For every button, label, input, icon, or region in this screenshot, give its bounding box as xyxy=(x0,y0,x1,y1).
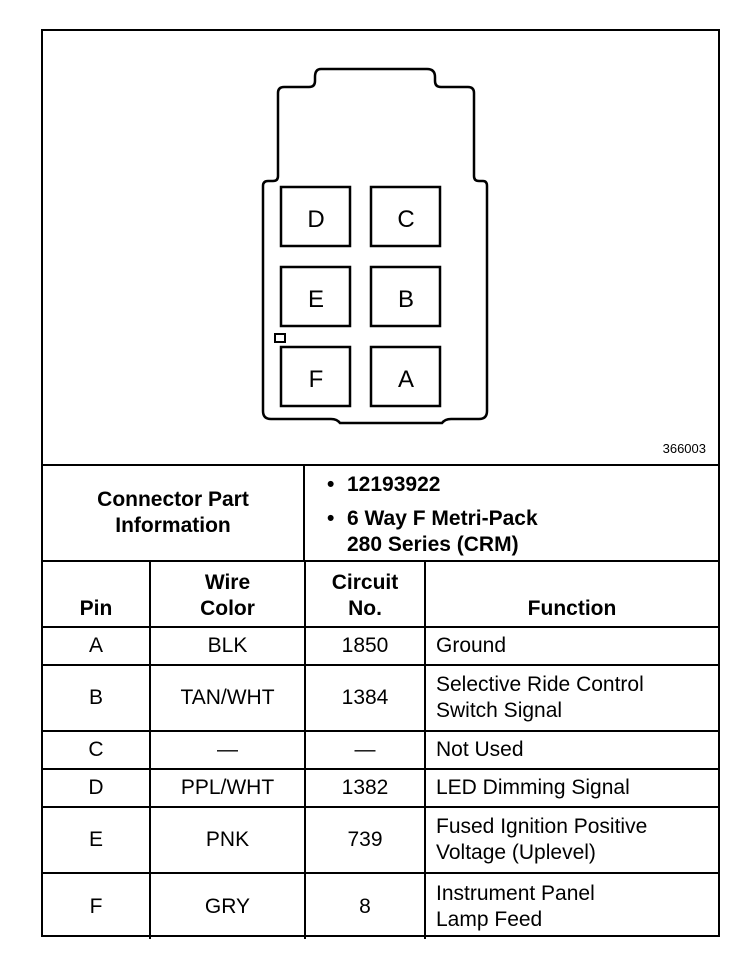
table-header-row: Pin Wire Color Circuit No. Function xyxy=(43,562,718,628)
pin-letter-c: C xyxy=(397,206,414,233)
pin-cavity-a xyxy=(369,345,442,408)
wire-color-cell: BLK xyxy=(149,626,306,666)
wire-color-cell: PPL/WHT xyxy=(149,768,306,808)
function-line2: Voltage (Uplevel) xyxy=(436,841,596,864)
pin-letter-e: E xyxy=(308,286,324,313)
table-row: C — — Not Used xyxy=(43,730,718,770)
connector-info-list: • 12193922 • 6 Way F Metri-Pack 280 Seri… xyxy=(305,466,716,560)
info-item-connector-type: • 6 Way F Metri-Pack 280 Series (CRM) xyxy=(327,506,716,558)
connector-sheet: D C E B F A 366003 Connector Part Inform… xyxy=(41,29,720,939)
connector-info-label: Connector Part Information xyxy=(43,466,305,560)
function-cell: LED Dimming Signal xyxy=(424,768,718,808)
header-wire-color-line1: Wire xyxy=(204,571,251,594)
function-line2: Switch Signal xyxy=(436,699,563,722)
circuit-cell: 1384 xyxy=(304,664,426,732)
header-circuit-line2: No. xyxy=(348,597,382,620)
function-line1: Fused Ignition Positive xyxy=(436,815,648,838)
pin-cell: D xyxy=(43,768,151,808)
header-pin: Pin xyxy=(43,562,151,628)
pin-cell: B xyxy=(43,664,151,732)
table-row: F GRY 8 Instrument Panel Lamp Feed xyxy=(43,872,718,939)
info-label-line1: Connector Part xyxy=(97,488,249,511)
function-cell: Not Used xyxy=(424,730,718,770)
header-pin-text: Pin xyxy=(79,597,113,620)
wire-color-cell: PNK xyxy=(149,806,306,874)
function-line2: Lamp Feed xyxy=(436,907,543,931)
header-wire-color-line2: Color xyxy=(200,597,255,620)
function-cell: Instrument Panel Lamp Feed xyxy=(424,872,718,939)
function-cell: Selective Ride Control Switch Signal xyxy=(424,664,718,732)
pin-cell: C xyxy=(43,730,151,770)
connector-body xyxy=(261,67,489,425)
header-function-text: Function xyxy=(527,597,617,620)
pin-function-table: Pin Wire Color Circuit No. Function A BL… xyxy=(43,562,718,939)
info-item-continuation: 280 Series (CRM) xyxy=(347,533,519,556)
table-row: D PPL/WHT 1382 LED Dimming Signal xyxy=(43,768,718,808)
header-function: Function xyxy=(424,562,718,628)
bullet: • xyxy=(327,507,335,530)
function-cell: Ground xyxy=(424,626,718,666)
pin-letter-b: B xyxy=(398,286,414,313)
info-item-text: 12193922 xyxy=(347,473,441,496)
header-circuit-no: Circuit No. xyxy=(304,562,426,628)
header-circuit-line1: Circuit xyxy=(331,571,399,594)
pin-cavity-e xyxy=(279,265,352,328)
pin-cavity-f xyxy=(279,345,352,408)
wire-color-cell: GRY xyxy=(149,872,306,939)
table-row: E PNK 739 Fused Ignition Positive Voltag… xyxy=(43,806,718,874)
info-item-part-number: • 12193922 xyxy=(327,472,716,498)
pin-cavity-c xyxy=(369,185,442,248)
function-line1: Not Used xyxy=(436,738,524,761)
function-line1: Instrument Panel xyxy=(436,881,595,905)
function-cell: Fused Ignition Positive Voltage (Uplevel… xyxy=(424,806,718,874)
connector-outline: D C E B F A xyxy=(261,67,489,425)
circuit-cell: 1382 xyxy=(304,768,426,808)
circuit-cell: 1850 xyxy=(304,626,426,666)
pin-letter-f: F xyxy=(309,366,324,393)
table-row: B TAN/WHT 1384 Selective Ride Control Sw… xyxy=(43,664,718,732)
circuit-cell: — xyxy=(304,730,426,770)
function-line1: Ground xyxy=(436,634,507,657)
figure-id: 366003 xyxy=(662,441,706,456)
pin-letter-d: D xyxy=(307,206,324,233)
function-line1: LED Dimming Signal xyxy=(436,776,630,799)
connector-face-diagram: D C E B F A 366003 xyxy=(43,31,718,464)
pin-cell: A xyxy=(43,626,151,666)
pin-one-locator-mark xyxy=(274,333,286,343)
circuit-cell: 8 xyxy=(304,872,426,939)
function-line1: Selective Ride Control xyxy=(436,673,644,696)
wire-color-cell: — xyxy=(149,730,306,770)
wire-color-cell: TAN/WHT xyxy=(149,664,306,732)
pin-cavity-b xyxy=(369,265,442,328)
circuit-cell: 739 xyxy=(304,806,426,874)
pin-letter-a: A xyxy=(398,366,414,393)
info-item-text: 6 Way F Metri-Pack xyxy=(347,507,538,530)
bullet: • xyxy=(327,473,335,496)
pin-cell: F xyxy=(43,872,151,939)
pin-cell: E xyxy=(43,806,151,874)
info-label-line2: Information xyxy=(115,514,231,537)
header-wire-color: Wire Color xyxy=(149,562,306,628)
connector-part-info: Connector Part Information • 12193922 • … xyxy=(43,464,718,562)
pin-cavity-d xyxy=(279,185,352,248)
table-row: A BLK 1850 Ground xyxy=(43,626,718,666)
